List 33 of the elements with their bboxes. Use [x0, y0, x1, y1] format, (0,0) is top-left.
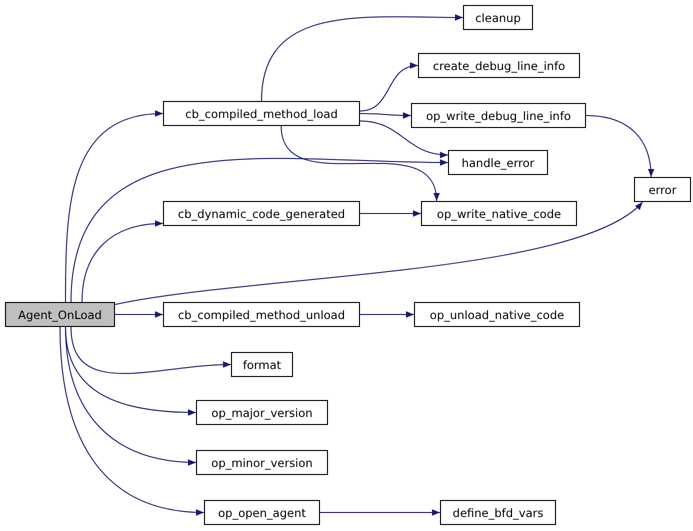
- call-arrow: [586, 115, 654, 178]
- function-box: format: [231, 352, 293, 377]
- call-arrow: [60, 326, 204, 516]
- function-box: cleanup: [463, 5, 533, 30]
- call-arrow: [65, 326, 196, 466]
- function-box: op_unload_native_code: [414, 302, 580, 327]
- function-box: error: [634, 177, 691, 202]
- function-box: op_write_debug_line_info: [411, 103, 586, 128]
- call-arrow: [114, 202, 644, 305]
- call-arrow: [70, 158, 448, 302]
- function-box: handle_error: [448, 150, 548, 175]
- function-box: cb_dynamic_code_generated: [163, 201, 360, 226]
- call-arrow: [360, 311, 414, 318]
- call-arrow: [360, 120, 448, 158]
- function-box: create_debug_line_info: [418, 53, 580, 78]
- call-arrow: [70, 326, 232, 374]
- function-box: op_minor_version: [196, 450, 328, 475]
- function-box: cb_compiled_method_load: [163, 101, 360, 126]
- call-arrow: [360, 210, 422, 217]
- call-arrow: [65, 111, 164, 302]
- function-box: op_major_version: [196, 400, 328, 425]
- call-arrow: [114, 311, 164, 318]
- call-arrow: [82, 220, 164, 302]
- call-arrow: [320, 509, 440, 516]
- call-arrow: [360, 112, 412, 119]
- function-box: op_open_agent: [204, 500, 320, 525]
- function-box: define_bfd_vars: [440, 500, 556, 525]
- call-arrow: [261, 14, 464, 102]
- function-box: op_write_native_code: [421, 201, 577, 226]
- function-box: Agent_OnLoad: [5, 302, 115, 327]
- call-arrow: [360, 63, 418, 112]
- call-arrow: [280, 126, 438, 202]
- function-box: cb_compiled_method_unload: [163, 302, 360, 327]
